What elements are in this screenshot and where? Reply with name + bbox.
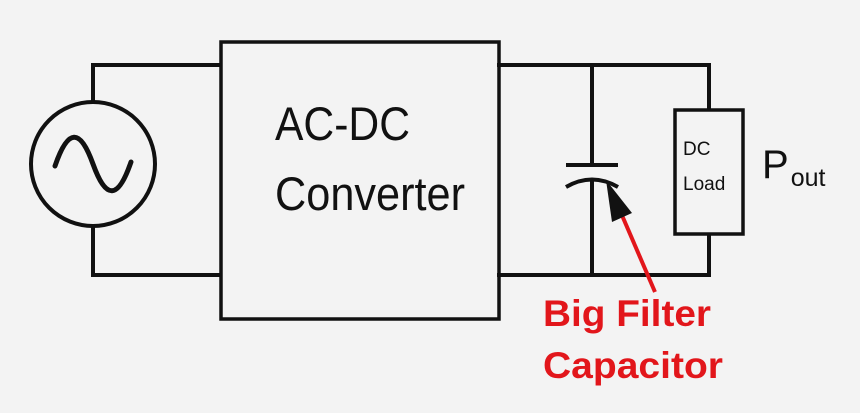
output-power-label: Pout [762, 143, 825, 192]
annotation-line1: Big Filter [543, 293, 711, 334]
output-power-symbol: P [762, 143, 789, 187]
annotation-arrow-icon [606, 180, 657, 293]
load-label-line1: DC [683, 139, 710, 160]
polarized-capacitor-icon [565, 63, 619, 277]
output-power-subscript: out [791, 164, 826, 192]
dc-load-block: DC Load [673, 63, 745, 277]
ac-source-sine-icon [29, 63, 157, 277]
load-label-line2: Load [683, 174, 725, 195]
converter-label-line2: Converter [275, 167, 465, 220]
converter-label-line1: AC-DC [275, 97, 410, 150]
annotation-line2: Capacitor [543, 345, 723, 386]
ac-dc-converter-block: AC-DC Converter [219, 40, 501, 321]
